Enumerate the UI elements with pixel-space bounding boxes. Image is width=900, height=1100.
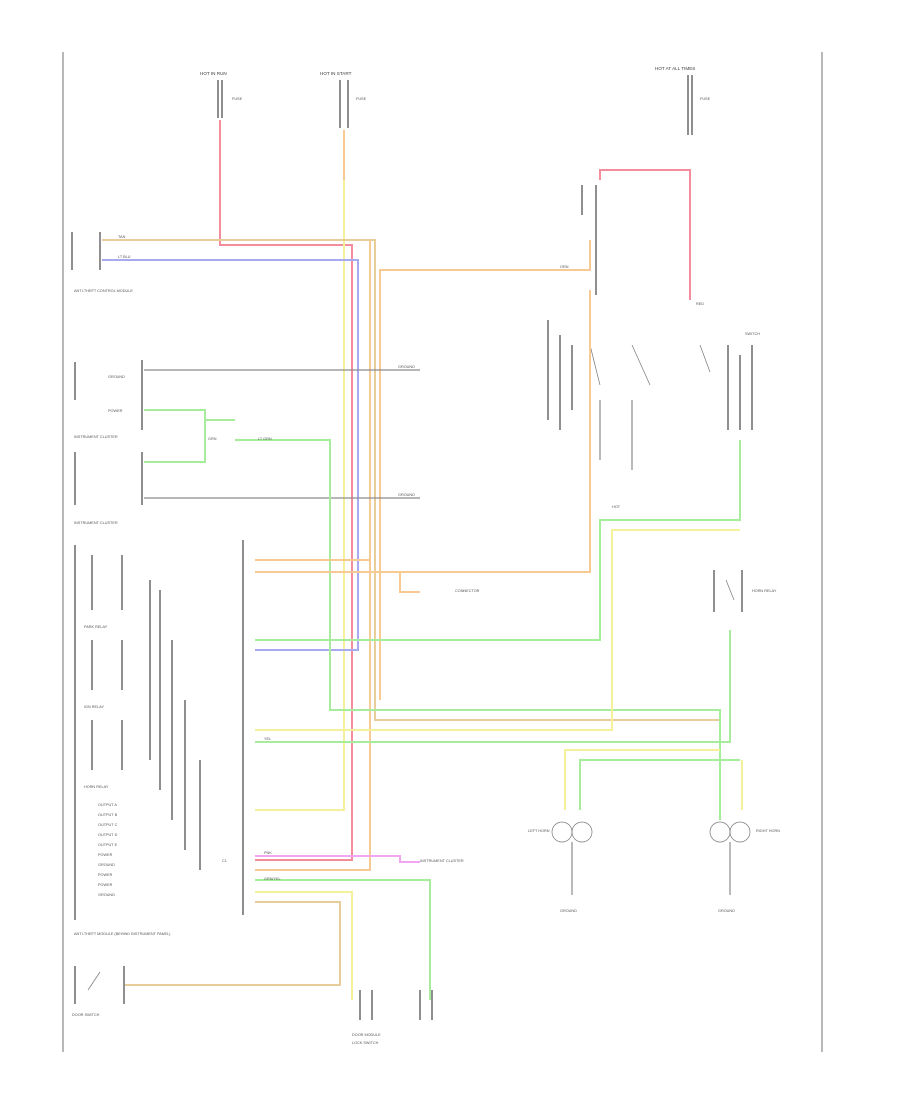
relay-1-label: PARK RELAY [84,625,108,629]
pin-6: GROUND [98,863,115,867]
wire-green-long2 [255,630,731,743]
hot-start-fuse: HOT IN START FUSE [320,71,367,128]
wire-orange-ground [399,572,420,593]
hot-label: HOT [612,505,621,509]
wire-red-label: RED [696,302,704,306]
pin-8: POWER [98,883,113,887]
pin-list: OUTPUT A OUTPUT B OUTPUT C OUTPUT D OUTP… [74,803,171,936]
ground-note-1: GROUND [398,365,415,369]
door-module-label: DOOR MODULE [352,1033,381,1037]
wire-green-horn-left [579,759,740,810]
hot-all-fuse: HOT AT ALL TIMES FUSE [655,66,711,135]
lock-switch-label: LOCK SWITCH [352,1041,379,1045]
wire-grn-label: GRN [208,437,217,441]
pin-1: OUTPUT B [98,813,118,817]
ground-label: GROUND [108,375,125,379]
wire-tan-bottom [125,901,341,986]
left-horn-label: LEFT HORN [528,829,550,833]
pin-4: OUTPUT E [98,843,118,847]
right-ground-label: GROUND [718,909,735,913]
left-ground-label: GROUND [560,909,577,913]
wire-pink [255,855,420,863]
relay-array: SWITCH [547,320,760,430]
relay-2-label: IGN RELAY [84,705,104,709]
ground-note-2: GROUND [398,493,415,497]
cluster-label-2: INSTRUMENT CLUSTER [74,521,118,525]
wire-yellow-long [255,529,740,731]
c1-label: C1 [222,859,227,863]
left-relay-stack: PARK RELAY IGN RELAY HORN RELAY [74,545,201,920]
horn-relay-label: HORN RELAY [752,589,777,593]
pin-0: OUTPUT A [98,803,117,807]
instrument-cluster-lower: INSTRUMENT CLUSTER [74,452,143,525]
relay-3-label: HORN RELAY [84,785,109,789]
wire-red-right [599,169,691,300]
door-switch-label: DOOR SWITCH [72,1013,100,1017]
wire-tan [102,239,720,721]
pin-7: POWER [98,873,113,877]
door-switch: DOOR SWITCH [72,966,125,1017]
hot-run-label: HOT IN RUN [200,71,227,76]
cluster-note: INSTRUMENT CLUSTER [420,859,464,863]
wire-tan-label: TAN [118,235,126,239]
anti-theft-module-top: ANTI-THEFT CONTROL MODULE [71,232,133,293]
lamp-switch-label: SWITCH [745,332,760,336]
module-note: ANTI-THEFT MODULE (BEHIND INSTRUMENT PAN… [74,932,171,936]
wire-green-upper [144,409,206,420]
connector-note: CONNECTOR [455,589,480,593]
wire-green-bottom [255,879,431,1000]
pin-3: OUTPUT D [98,833,118,837]
fuse-b-label: FUSE [356,97,367,101]
instrument-cluster-upper: GROUND POWER INSTRUMENT CLUSTER [74,360,143,439]
wire-grnyel-label: GRN/YEL [264,877,281,881]
horn-relay: HORN RELAY [713,570,777,612]
wire-orange-right [379,240,591,700]
fuse-a-label: FUSE [232,97,243,101]
wire-yellow-bottom [255,891,353,1000]
wire-orange-conn2 [255,290,591,573]
pin-5: POWER [98,853,113,857]
right-horn-label: RIGHT HORN [756,829,780,833]
wire-yellow-top [255,180,345,811]
wire-ltgrn-label: LT GRN [258,437,272,441]
pin-9: GROUND [98,893,115,897]
hot-start-label: HOT IN START [320,71,352,76]
wire-blue [102,259,359,651]
wire-lt-green [235,439,721,820]
hot-all-label: HOT AT ALL TIMES [655,66,695,71]
wire-ltblu-label: LT BLU [118,255,131,259]
wire-green-lower [144,419,235,463]
right-horn: RIGHT HORN GROUND [709,821,780,913]
left-horn: LEFT HORN GROUND [528,821,593,913]
wire-yellow-horn-left [564,749,720,810]
power-label: POWER [108,409,123,413]
top-module-note: ANTI-THEFT CONTROL MODULE [74,289,133,293]
cluster-label-1: INSTRUMENT CLUSTER [74,435,118,439]
wire-orn-label: ORN [560,265,569,269]
pin-2: OUTPUT C [98,823,118,827]
wire-green-conn [255,440,741,641]
wire-yel-label: YEL [264,737,271,741]
wire-grey-relay [599,400,633,470]
wire-red-top [219,120,353,861]
top-right-relay [581,185,597,295]
fuse-c-label: FUSE [700,97,711,101]
hot-run-fuse: HOT IN RUN FUSE [200,71,243,118]
wire-pnk-label: PNK [264,851,272,855]
door-module: DOOR MODULE LOCK SWITCH [352,990,433,1045]
